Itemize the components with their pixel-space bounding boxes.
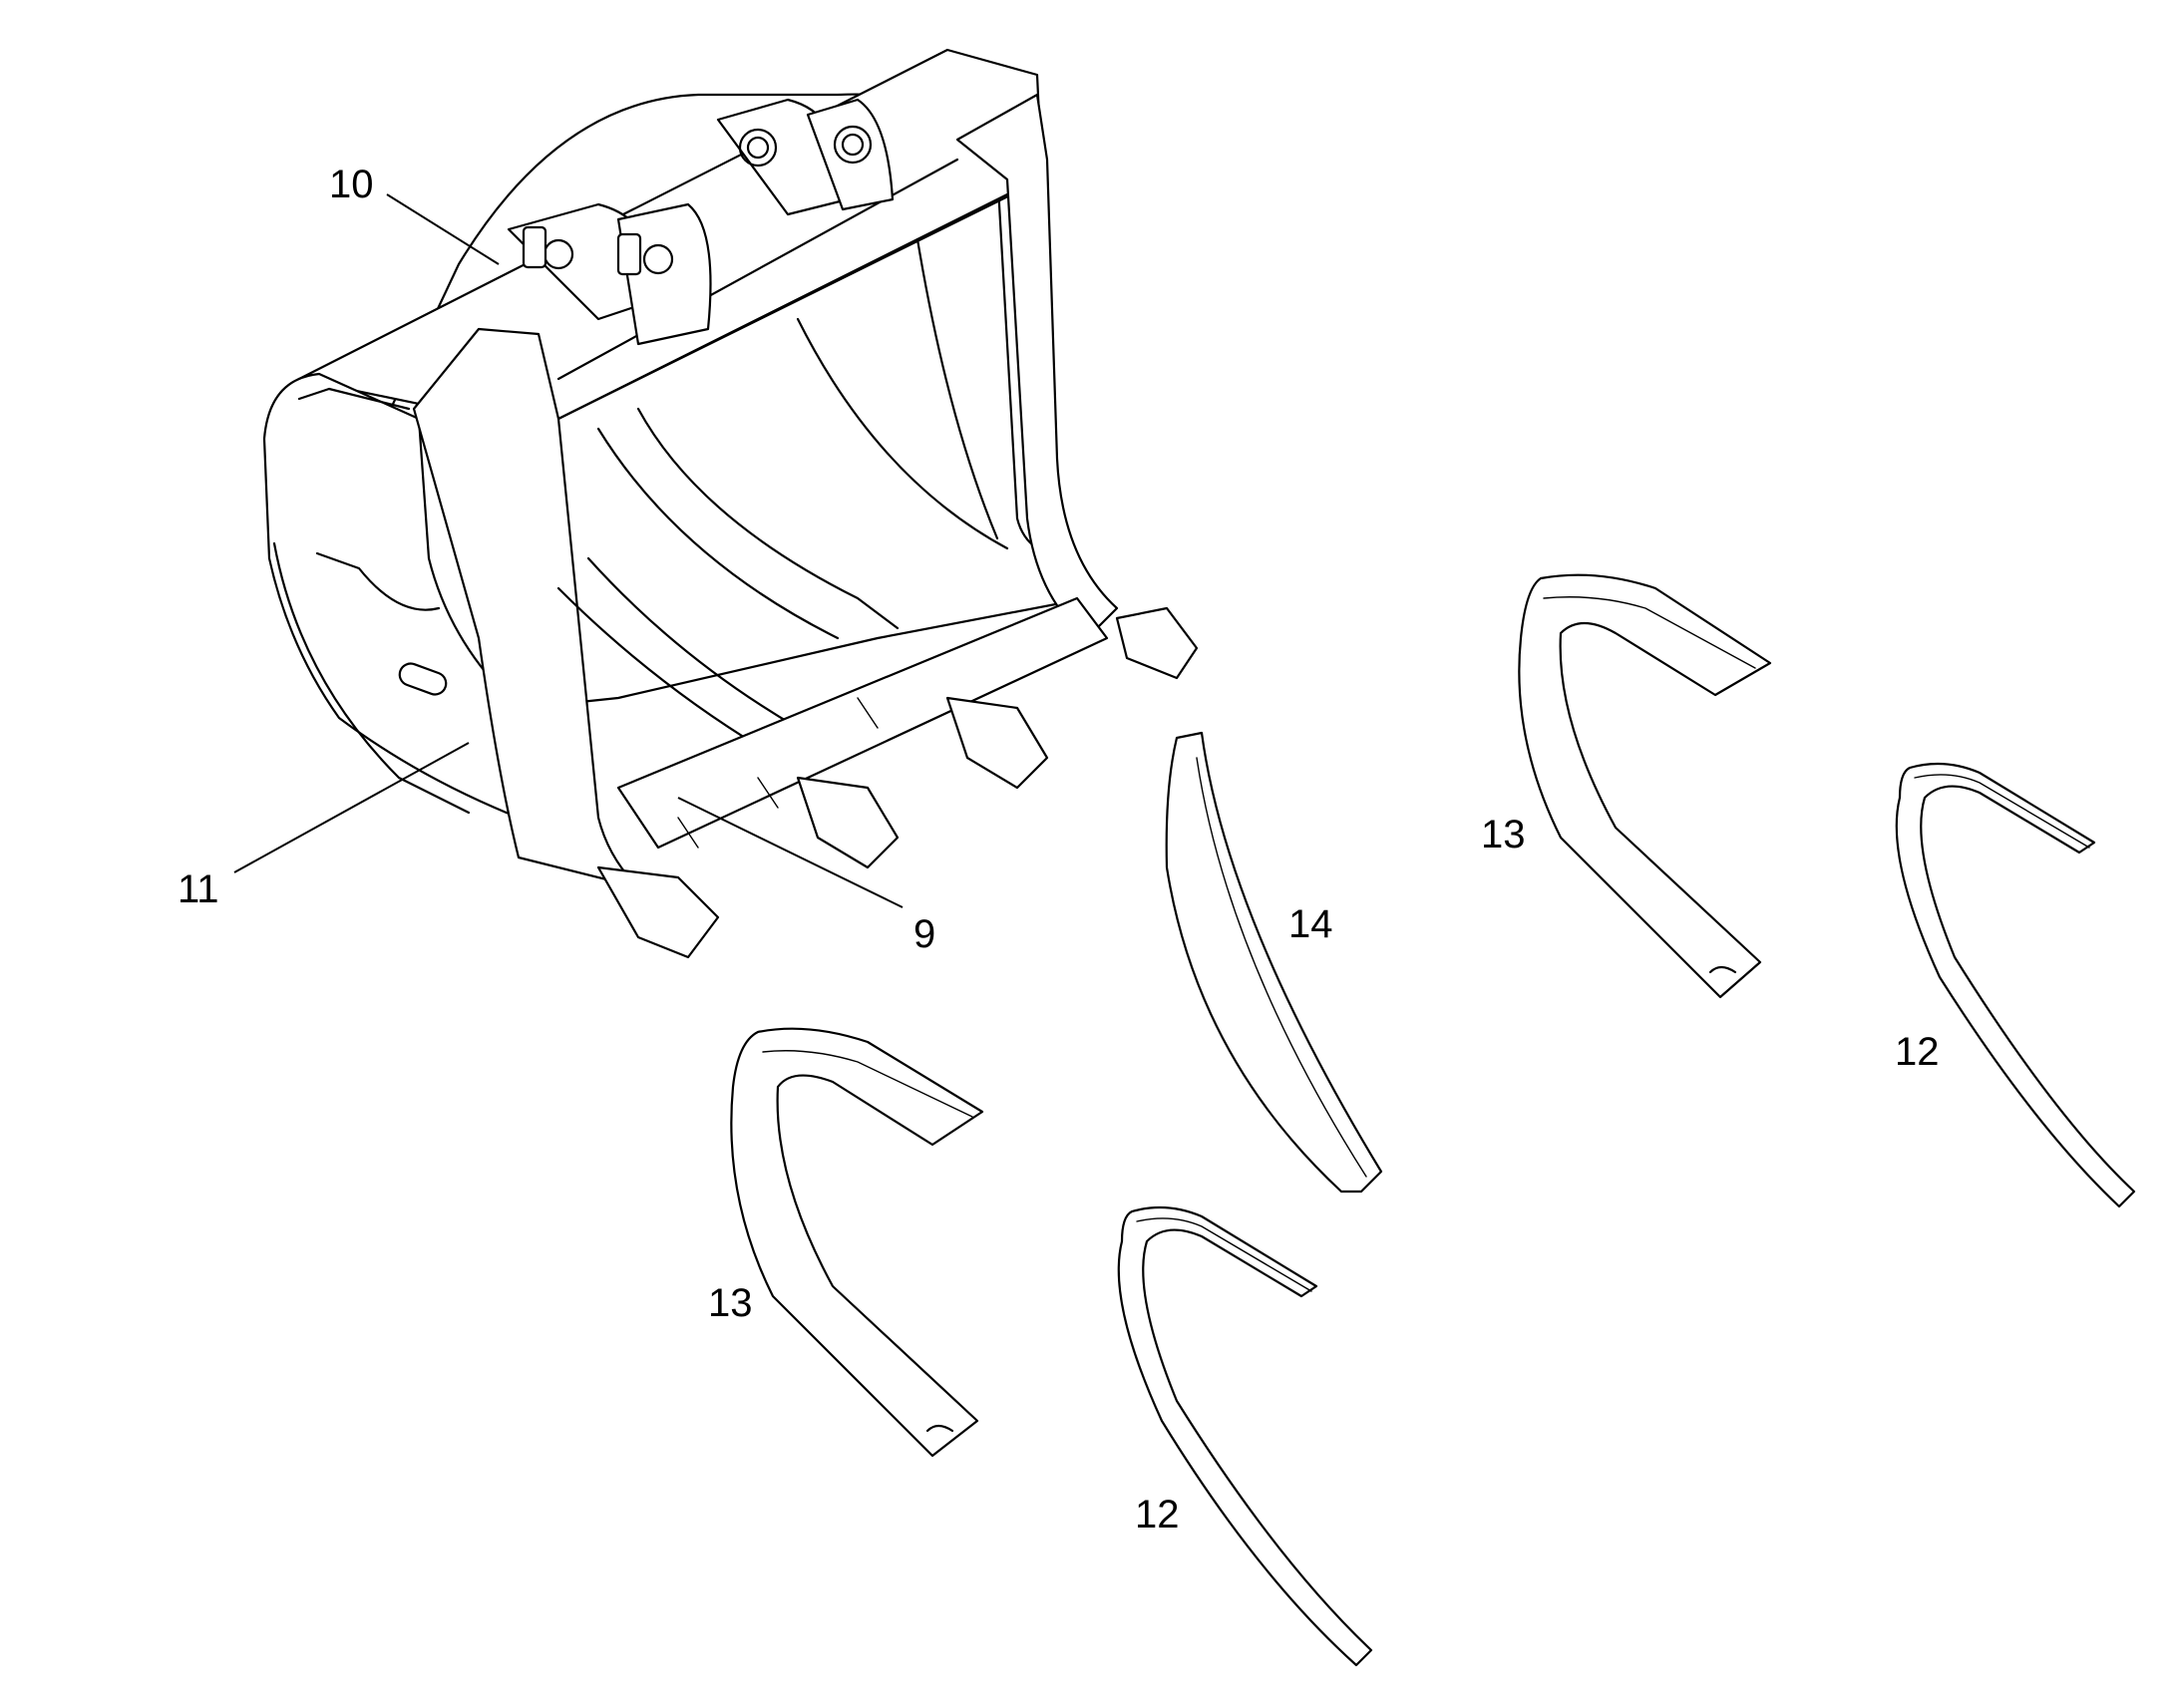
bucket-left-arm <box>412 327 640 889</box>
bucket-right-arm <box>955 93 1119 640</box>
part-13-lower <box>730 1027 984 1458</box>
callout-10: 10 <box>329 163 374 206</box>
side-slot <box>398 662 448 696</box>
tooth-4 <box>1115 606 1199 680</box>
tooth-1 <box>596 865 720 959</box>
callout-14: 14 <box>1288 902 1333 946</box>
pin-hole <box>738 128 778 168</box>
callout-12-lower: 12 <box>1135 1493 1180 1537</box>
bucket-assembly <box>262 48 1199 959</box>
leader-lines <box>233 193 904 908</box>
part-12-lower <box>1117 1205 1373 1667</box>
callout-12-upper: 12 <box>1895 1030 1940 1074</box>
callout-11: 11 <box>178 867 219 911</box>
hinge-lug-right <box>616 202 712 346</box>
callout-9: 9 <box>913 912 935 956</box>
pin-hole <box>833 125 873 165</box>
tooth-3 <box>945 696 1049 790</box>
part-13-upper <box>1518 573 1772 999</box>
callout-13-lower: 13 <box>708 1281 753 1325</box>
tooth-2 <box>796 776 900 869</box>
part-14-side-cutter <box>1165 731 1383 1194</box>
part-12-upper <box>1895 762 2136 1208</box>
callout-13-upper: 13 <box>1481 813 1526 856</box>
cutting-edge <box>616 596 1109 850</box>
